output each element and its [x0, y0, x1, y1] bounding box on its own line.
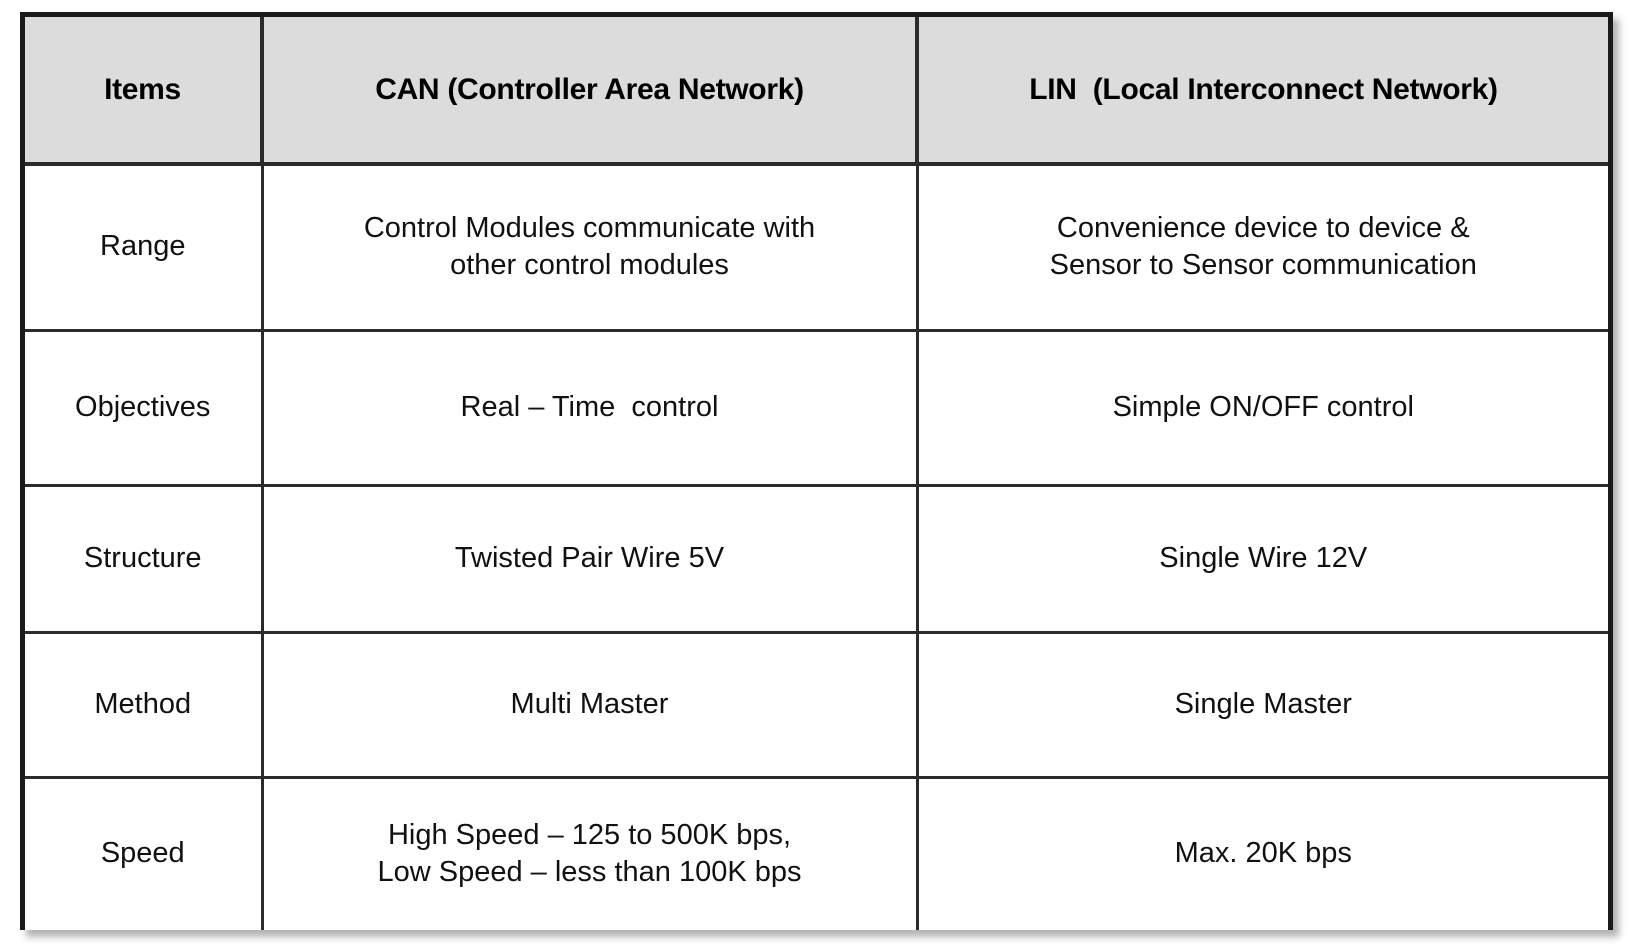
row-label-speed: Speed: [25, 777, 264, 930]
table-row-method: Method Multi Master Single Master: [25, 632, 1608, 779]
cell-lin-range-line-1: Convenience device to device &: [1056, 211, 1470, 244]
cell-can-objectives-line-1: Real – Time control: [460, 390, 719, 423]
table-row-speed: Speed High Speed – 125 to 500K bps, Low …: [25, 777, 1608, 930]
table-row-range: Range Control Modules communicate with o…: [25, 164, 1608, 332]
cell-lin-objectives-line-1: Simple ON/OFF control: [1112, 390, 1414, 423]
cell-can-range-line-1: Control Modules communicate with: [363, 211, 816, 244]
table-body: Range Control Modules communicate with o…: [25, 164, 1608, 930]
cell-lin-speed: Max. 20K bps: [917, 777, 1608, 930]
cell-can-speed-line-1: High Speed – 125 to 500K bps,: [387, 818, 792, 851]
row-label-objectives: Objectives: [25, 330, 264, 487]
row-label-range: Range: [25, 164, 264, 332]
comparison-table-frame: Items CAN (Controller Area Network) LIN …: [20, 12, 1613, 930]
column-header-items: Items: [25, 17, 264, 166]
cell-lin-method-line-1: Single Master: [1174, 687, 1352, 720]
cell-lin-range: Convenience device to device & Sensor to…: [917, 164, 1608, 332]
table-row-objectives: Objectives Real – Time control Simple ON…: [25, 330, 1608, 487]
cell-can-range-line-2: other control modules: [450, 249, 729, 282]
cell-can-range: Control Modules communicate with other c…: [262, 164, 919, 332]
cell-can-speed-line-2: Low Speed – less than 100K bps: [377, 856, 802, 889]
cell-lin-speed-line-1: Max. 20K bps: [1174, 837, 1352, 870]
cell-can-objectives: Real – Time control: [262, 330, 919, 487]
cell-can-speed: High Speed – 125 to 500K bps, Low Speed …: [262, 777, 919, 930]
table-row-structure: Structure Twisted Pair Wire 5V Single Wi…: [25, 485, 1608, 634]
row-label-method: Method: [25, 632, 264, 779]
cell-lin-method: Single Master: [917, 632, 1608, 779]
cell-lin-structure: Single Wire 12V: [917, 485, 1608, 634]
cell-can-method-line-1: Multi Master: [510, 687, 669, 720]
can-lin-comparison-table: Items CAN (Controller Area Network) LIN …: [25, 17, 1608, 930]
cell-can-structure-line-1: Twisted Pair Wire 5V: [454, 541, 725, 574]
cell-can-method: Multi Master: [262, 632, 919, 779]
column-header-can: CAN (Controller Area Network): [262, 17, 919, 166]
cell-lin-objectives: Simple ON/OFF control: [917, 330, 1608, 487]
column-header-lin: LIN (Local Interconnect Network): [917, 17, 1608, 166]
row-label-structure: Structure: [25, 485, 264, 634]
cell-lin-structure-line-1: Single Wire 12V: [1159, 541, 1368, 574]
table-header: Items CAN (Controller Area Network) LIN …: [25, 17, 1608, 166]
cell-lin-range-line-2: Sensor to Sensor communication: [1049, 249, 1477, 282]
cell-can-structure: Twisted Pair Wire 5V: [262, 485, 919, 634]
table-header-row: Items CAN (Controller Area Network) LIN …: [25, 17, 1608, 166]
